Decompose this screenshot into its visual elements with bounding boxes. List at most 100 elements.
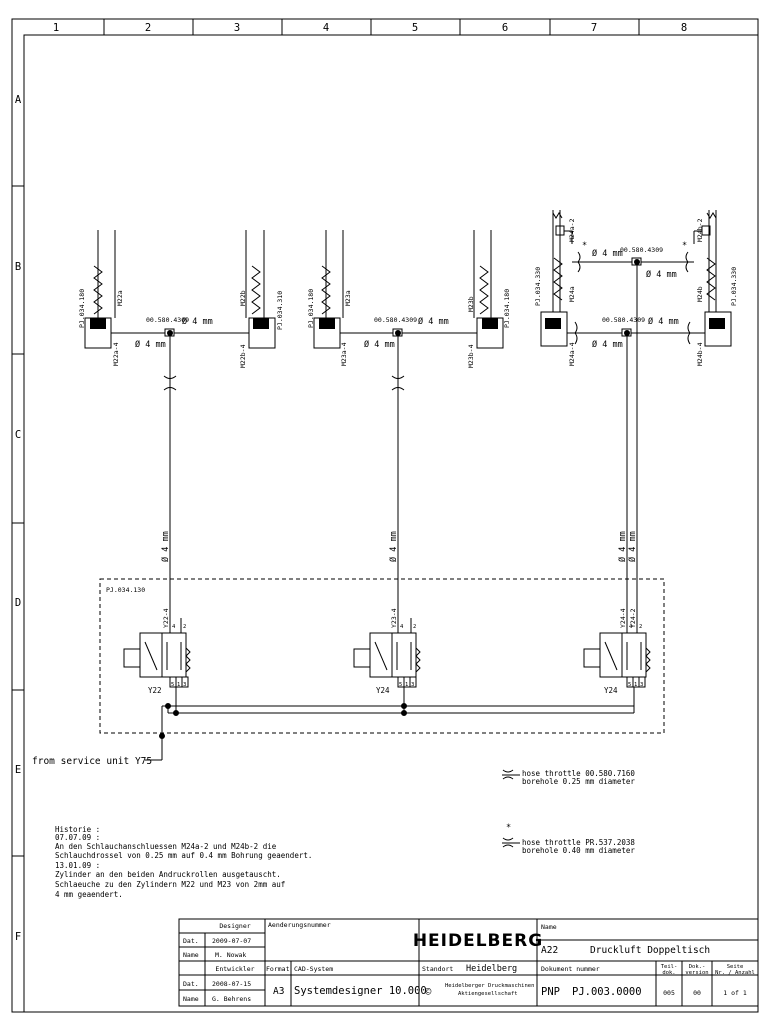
- history-line: 07.07.09 :: [55, 833, 100, 842]
- page-count: 1 of 1: [723, 989, 747, 997]
- valve-port-label: Y22-4: [162, 608, 170, 628]
- title-format-header: Format: [266, 965, 290, 973]
- cylinder-part-number: PJ.034.180: [307, 289, 315, 328]
- cylinder-m22b: M22b PJ.034.310 M22b-4: [239, 230, 284, 368]
- cylinder-port-label: M24b-2: [696, 218, 704, 242]
- company-name: Heidelberger Druckmaschinen: [445, 983, 534, 989]
- document-prefix: PNP: [541, 986, 560, 998]
- designer-name: M. Nowak: [215, 951, 246, 959]
- document-number: PJ.003.0000: [572, 986, 642, 998]
- valve-group-part-label: PJ.034.130: [106, 586, 145, 594]
- cylinder-port-label: M23b-4: [467, 344, 475, 368]
- supply-manifold: [145, 687, 635, 761]
- history-line: Schlaeuche zu den Zylindern M22 und M23 …: [55, 880, 285, 889]
- valve-label: Y22: [148, 686, 162, 695]
- cylinder-m23a: PJ.034.180 M23a M23a-4: [307, 230, 352, 366]
- title-block: [178, 918, 759, 1007]
- valve-label: Y24: [376, 686, 390, 695]
- drawing-title: Druckluft Doppeltisch: [590, 945, 710, 956]
- cylinder-label: M23b: [467, 296, 475, 312]
- drawing-id: A22: [541, 945, 558, 956]
- cylinder-port-label: M23a-4: [340, 342, 348, 366]
- legend-line: borehole 0.40 mm diameter: [522, 846, 635, 855]
- fitting-part-label: 00.580.4309: [620, 246, 663, 254]
- title-name-header: Name: [541, 923, 557, 931]
- title-seite-header: Seite: [727, 964, 744, 970]
- tube-network: [111, 251, 705, 618]
- valve-port-number: 4: [629, 624, 633, 630]
- cylinder-label: M24a: [568, 286, 576, 302]
- column-label: 4: [323, 22, 329, 34]
- title-date-label: Dat.: [183, 980, 199, 988]
- valve-port-label: Y23-4: [390, 608, 398, 628]
- cylinder-m24a: PJ.034.330 M24a M24a-2 M24a-4: [534, 210, 576, 366]
- valve-y22: Y22-4 4 2 5 1 3 Y22: [123, 608, 191, 695]
- cylinder-port-label: M24a-2: [568, 218, 576, 242]
- valve-port-number: 4: [400, 624, 404, 630]
- valve-port-label: Y24-4: [619, 608, 627, 628]
- cylinder-part-number: PJ.034.180: [503, 289, 511, 328]
- teil-value: 005: [663, 989, 675, 997]
- valve-y24: Y23-4 4 2 5 1 3 Y24: [353, 608, 421, 695]
- tube-diameter-label: Ø 4 mm: [617, 531, 628, 562]
- row-label: D: [15, 597, 21, 609]
- tube-diameter-label: Ø 4 mm: [135, 339, 166, 350]
- tube-diameter-label: Ø 4 mm: [364, 339, 395, 350]
- title-name-label: Name: [183, 995, 199, 1003]
- legend-throttle-1: hose throttle 00.580.7160 borehole 0.25 …: [502, 769, 635, 786]
- cylinder-m24b: M24b PJ.034.330 M24b-2 M24b-4: [693, 210, 738, 366]
- row-label: A: [15, 94, 22, 106]
- format-value: A3: [273, 986, 284, 997]
- history-line: 4 mm geaendert.: [55, 890, 123, 899]
- drawing-frame: [11, 18, 759, 1013]
- cylinder-label: M22a: [116, 290, 124, 306]
- title-cad-header: CAD-System: [294, 965, 333, 973]
- valve-port-number: 2: [183, 624, 186, 630]
- throttle-star: *: [506, 823, 511, 833]
- fitting-part-label: 00.580.4309: [374, 316, 417, 324]
- history-line: 13.01.09 :: [55, 861, 100, 870]
- column-label: 8: [681, 22, 687, 34]
- history-line: An den Schlauchanschluessen M24a-2 und M…: [55, 842, 277, 851]
- valve-port-number: 4: [172, 624, 176, 630]
- cylinder-port-label: M24a-4: [568, 342, 576, 366]
- cylinder-port-label: M24b-4: [696, 342, 704, 366]
- valve-port-number: 3: [640, 682, 643, 688]
- valve-port-label: Y24-2: [629, 608, 637, 628]
- history-line: Historie :: [55, 825, 100, 834]
- tube-diameter-label: Ø 4 mm: [160, 531, 171, 562]
- cylinder-m22a: PJ.034.180 M22a M22a-4: [78, 230, 124, 366]
- tube-diameter-label: Ø 4 mm: [648, 316, 679, 327]
- valve-y24-double: Y24-4 Y24-2 4 2 5 1 3 Y24: [583, 608, 651, 695]
- history-notes: Historie : 07.07.09 : An den Schlauchans…: [55, 825, 312, 899]
- valve-port-number: 3: [183, 682, 186, 688]
- title-seite-header: Nr. / Anzahl: [715, 970, 755, 976]
- valve-port-number: 3: [411, 682, 414, 688]
- cylinder-part-number: PJ.034.330: [534, 267, 542, 306]
- legend-throttle-2: * hose throttle PR.537.2038 borehole 0.4…: [502, 823, 635, 855]
- column-label: 5: [412, 22, 418, 34]
- column-label: 2: [145, 22, 151, 34]
- title-designer-header: Designer: [219, 922, 250, 930]
- row-label: F: [15, 931, 21, 943]
- title-aenderung-header: Aenderungsnummer: [268, 921, 331, 929]
- legend-line: hose throttle PR.537.2038: [522, 838, 635, 847]
- history-line: Zylinder an den beiden Andruckrollen aus…: [55, 870, 281, 879]
- title-teil-header: Teil-: [661, 964, 678, 970]
- row-label: B: [15, 261, 21, 273]
- cylinder-port-label: M22a-4: [112, 342, 120, 366]
- column-label: 7: [591, 22, 597, 34]
- valve-port-number: 1: [405, 682, 408, 688]
- cad-value: Systemdesigner 10.000: [294, 985, 427, 997]
- supply-label: from service unit Y75: [32, 756, 152, 767]
- tube-diameter-label: Ø 4 mm: [592, 339, 623, 350]
- version-value: 00: [693, 989, 701, 997]
- company-name: Aktiengesellschaft: [458, 991, 518, 997]
- tube-diameter-label: Ø 4 mm: [627, 531, 638, 562]
- cylinder-label: M23a: [344, 290, 352, 306]
- valve-port-number: 2: [413, 624, 416, 630]
- entwickler-date: 2008-07-15: [212, 980, 251, 988]
- tube-diameter-label: Ø 4 mm: [646, 269, 677, 280]
- valve-group-boundary: [99, 578, 665, 734]
- cylinder-port-label: M22b-4: [239, 344, 247, 368]
